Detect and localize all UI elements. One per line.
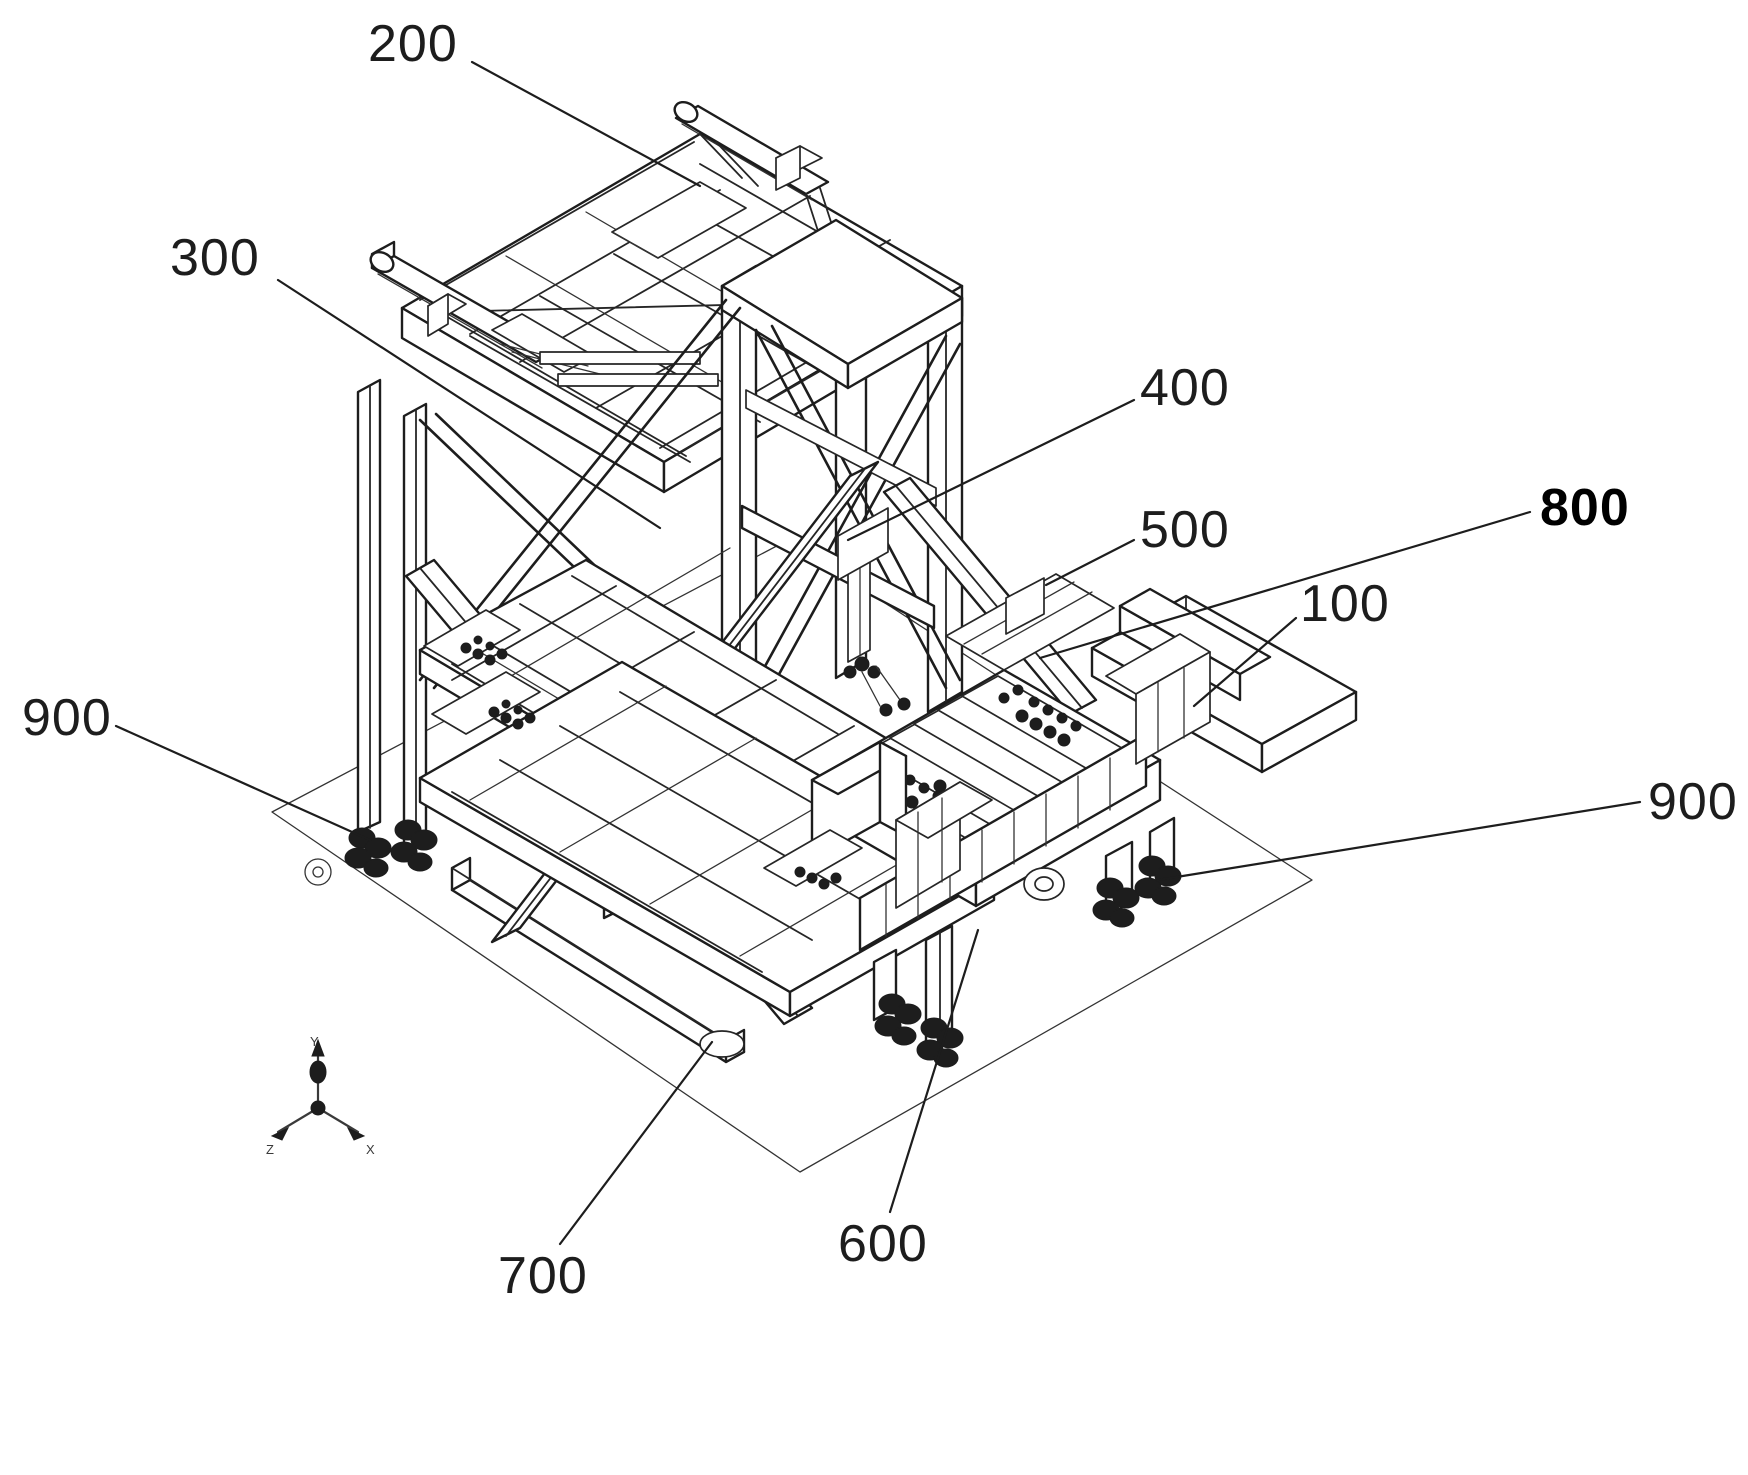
leader-900-right (1156, 800, 1642, 882)
ref-label-200: 200 (368, 15, 458, 73)
ref-label-700: 700 (498, 1247, 588, 1305)
ref-label-600: 600 (838, 1215, 928, 1273)
coordinate-axis-triad (270, 1038, 366, 1141)
caster-left-b (390, 819, 438, 872)
leader-400 (846, 398, 1136, 542)
lower-deck-frame (418, 660, 996, 1018)
leader-800 (1038, 510, 1532, 660)
leader-lines (114, 60, 1642, 1246)
leader-500 (1044, 538, 1136, 587)
caster-bottom-a (874, 993, 922, 1046)
leader-900-left (114, 724, 372, 842)
ref-label-400: 400 (1140, 359, 1230, 417)
caster-right-a (1092, 877, 1140, 928)
ref-label-900-left: 900 (22, 689, 112, 747)
ref-label-300: 300 (170, 229, 260, 287)
leader-200 (470, 60, 702, 188)
main-tower-columns (356, 218, 964, 852)
leader-600 (888, 928, 980, 1214)
ref-label-100: 100 (1300, 575, 1390, 633)
y-axis-label: Y (310, 1034, 319, 1049)
z-axis-label: Z (266, 1142, 274, 1157)
caster-right-b (1134, 855, 1182, 906)
ref-label-500: 500 (1140, 501, 1230, 559)
x-axis-label: X (366, 1142, 375, 1157)
leader-100 (1192, 616, 1298, 708)
ref-label-800: 800 (1540, 479, 1630, 537)
inner-roller-assembly (945, 573, 1115, 671)
internal-detail-clusters (423, 609, 1211, 909)
caster-bottom-b (916, 1017, 964, 1068)
ref-label-900-right: 900 (1648, 773, 1738, 831)
leader-700 (558, 1040, 714, 1246)
caster-left-a (344, 827, 392, 878)
leader-300 (276, 278, 662, 530)
